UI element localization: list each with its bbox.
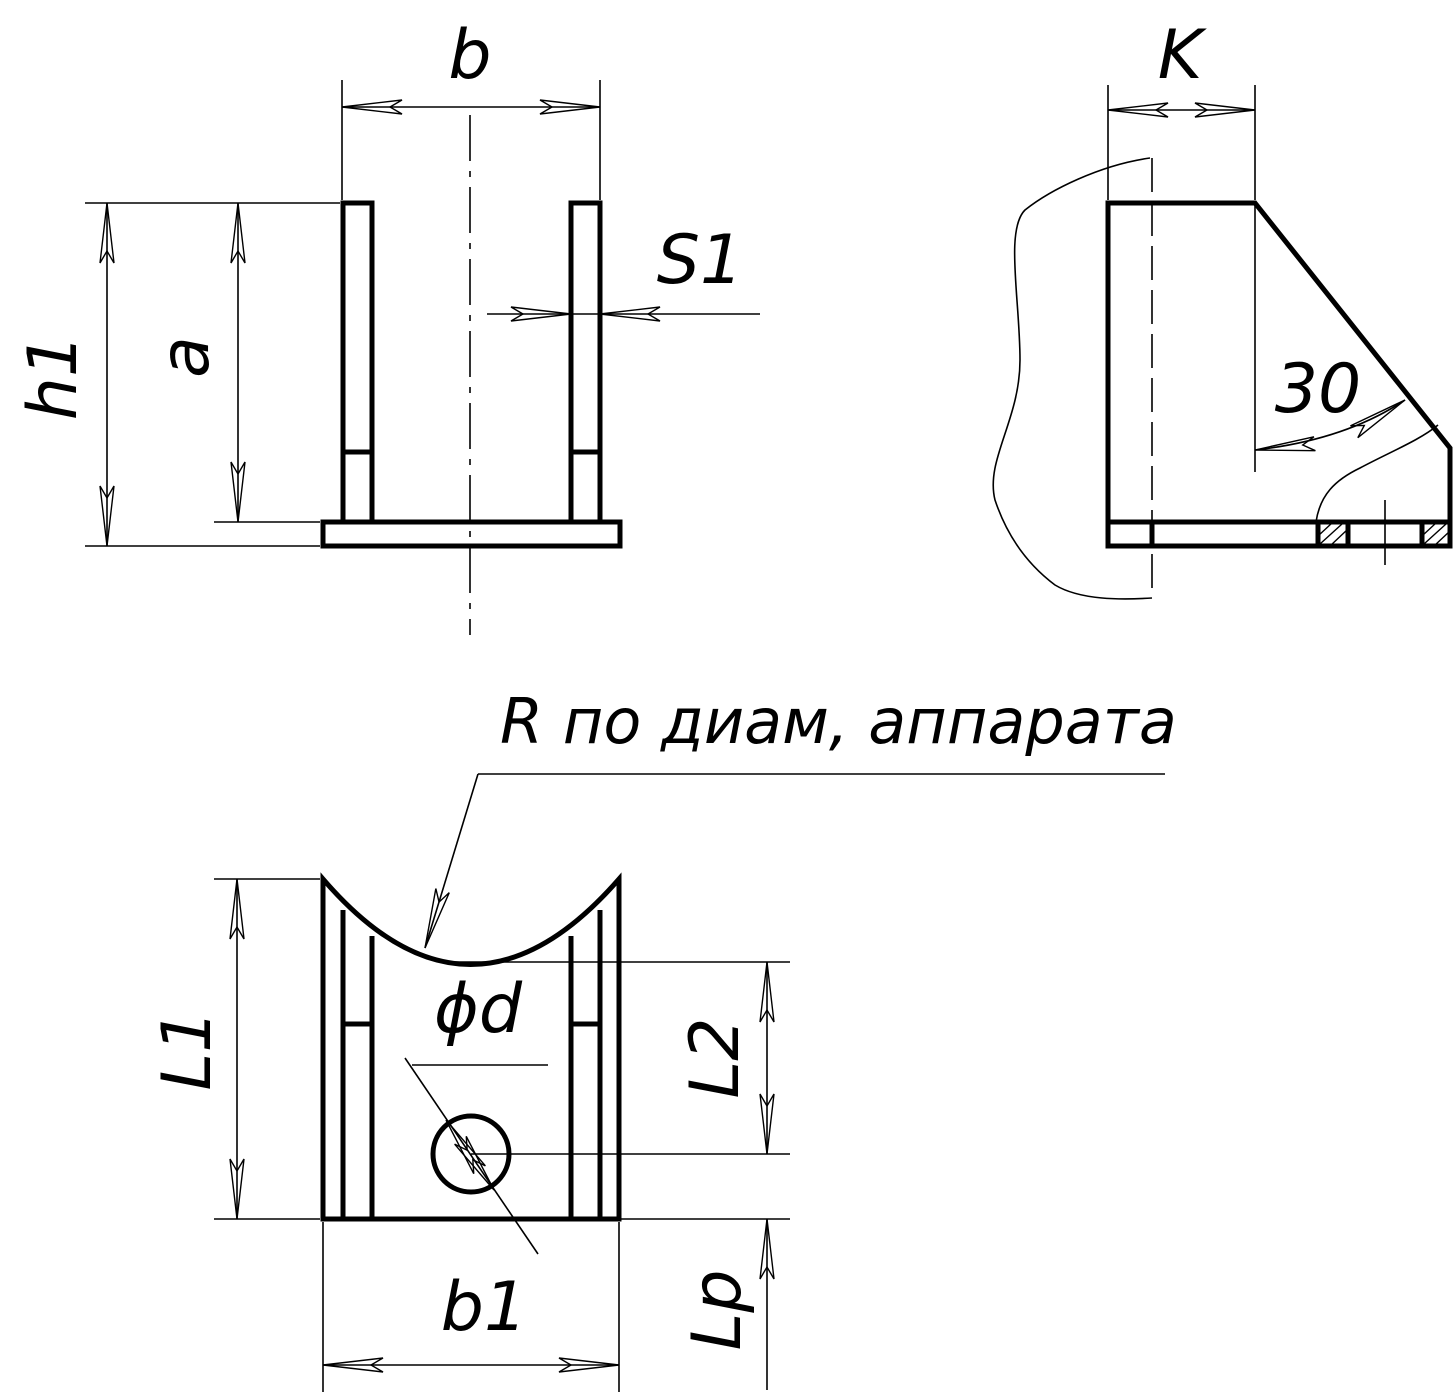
dimension-s1: S1 xyxy=(487,221,760,322)
dimension-angle-30: 30 xyxy=(1253,203,1410,472)
leader-line xyxy=(424,773,479,949)
label-h1: h1 xyxy=(14,334,93,420)
dimension-l1: L1 xyxy=(148,878,320,1220)
hatched-section xyxy=(1315,522,1451,547)
local-section-break xyxy=(1315,424,1439,523)
label-k: K xyxy=(1158,16,1208,95)
saddle-outline xyxy=(320,872,622,1222)
label-s1: S1 xyxy=(657,221,743,300)
label-b1: b1 xyxy=(441,1268,527,1347)
base-plate xyxy=(320,519,623,549)
dimension-l2: L2 xyxy=(455,961,790,1155)
radius-note: R по диам, аппарата xyxy=(417,685,1177,951)
label-lp: Lp xyxy=(678,1269,757,1350)
label-l1: L1 xyxy=(148,1009,227,1090)
dimension-b1: b1 xyxy=(322,1222,620,1392)
break-line xyxy=(992,157,1153,600)
dimension-h1: h1 xyxy=(14,202,320,547)
label-a: a xyxy=(146,336,225,378)
side-base-plate xyxy=(1105,519,1453,549)
dimension-lp: Lp xyxy=(620,1218,790,1390)
dimension-b: b xyxy=(341,16,601,200)
label-angle: 30 xyxy=(1275,350,1362,429)
front-view: b S1 a h1 xyxy=(14,16,760,635)
side-view: K 30 xyxy=(992,16,1453,600)
label-phi-d: ϕd xyxy=(434,970,523,1049)
dimension-k: K xyxy=(1107,16,1256,200)
label-l2: L2 xyxy=(676,1017,755,1098)
left-rib-plate xyxy=(340,200,375,525)
label-b: b xyxy=(448,16,491,95)
right-rib-plate xyxy=(568,200,603,525)
dimension-a: a xyxy=(146,202,340,523)
dimension-phi-d: ϕd xyxy=(404,970,548,1255)
plan-view: ϕd L1 L2 Lp xyxy=(148,872,790,1392)
label-r-note: R по диам, аппарата xyxy=(500,685,1177,758)
